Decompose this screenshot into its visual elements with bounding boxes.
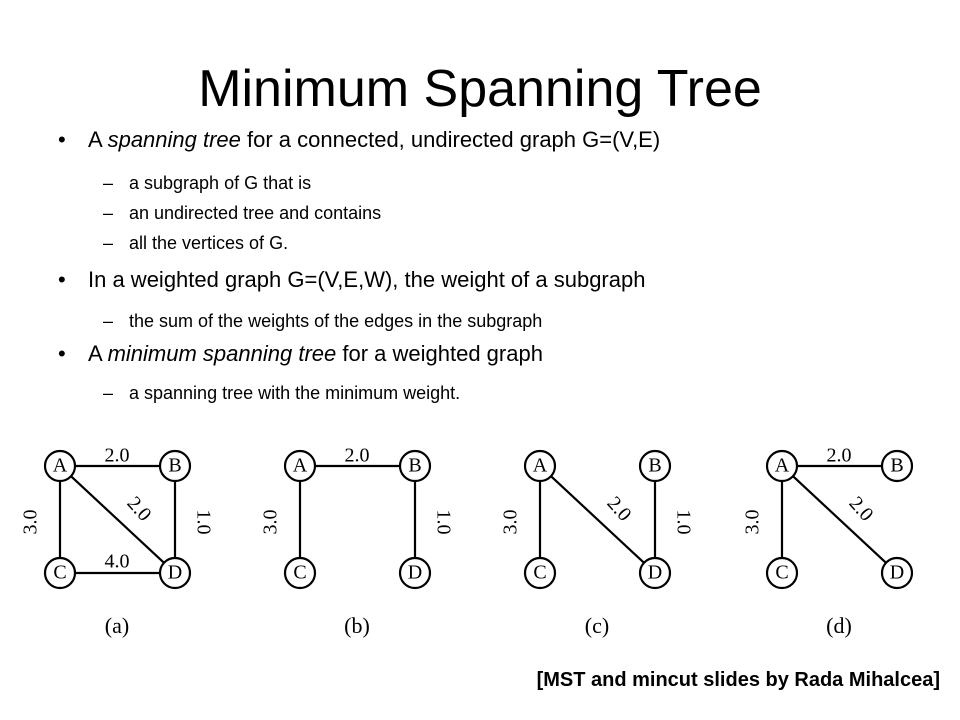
bullet-text-part: for a weighted graph	[336, 341, 543, 366]
sub-bullet-text: an undirected tree and contains	[129, 203, 382, 223]
bullet-dot: •	[58, 341, 66, 366]
bullet-text: In a weighted graph G=(V,E,W), the weigh…	[88, 266, 645, 294]
bullet-text-part: for a connected, undirected graph G=(V,E…	[240, 127, 661, 152]
node-label: D	[648, 562, 662, 584]
sub-bullet-dash: –	[103, 173, 114, 193]
graph-edge	[70, 475, 165, 564]
node-label: A	[293, 455, 308, 477]
edge-weight-label: 2.0	[345, 445, 370, 467]
bullet-text-emphasis: spanning tree	[107, 127, 241, 152]
sub-bullet-text: a spanning tree with the minimum weight.	[129, 383, 461, 403]
graph-edge	[792, 475, 887, 564]
bullet-text: A spanning tree for a connected, undirec…	[88, 126, 660, 154]
node-label: D	[408, 562, 422, 584]
graph-node	[765, 556, 799, 590]
graph-caption: (c)	[585, 613, 609, 638]
edge-weight-label: 3.0	[500, 510, 522, 535]
node-label: D	[168, 562, 182, 584]
graph-node	[283, 556, 317, 590]
sub-bullet-text: the sum of the weights of the edges in t…	[129, 311, 543, 331]
edge-weight-label: 1.0	[432, 510, 454, 535]
node-label: D	[890, 562, 904, 584]
bullet-text-emphasis: minimum spanning tree	[107, 341, 337, 366]
sub-bullet-text: all the vertices of G.	[129, 233, 289, 253]
sub-bullet-dash: –	[103, 311, 114, 331]
bullet-text-part: In a weighted graph G=(V,E,W), the weigh…	[88, 267, 646, 292]
edge-weight-label: 2.0	[603, 492, 636, 525]
edge-weight-label: 1.0	[672, 510, 694, 535]
node-label: A	[533, 455, 548, 477]
graph-panel: 2.0 3.0 2.0 1.0 4.0 A B C D (a)	[20, 445, 215, 638]
node-label: A	[775, 455, 790, 477]
edge-weight-label: 3.0	[742, 510, 764, 535]
graph-node	[158, 449, 192, 483]
node-label: B	[168, 455, 181, 477]
graph-node	[523, 449, 557, 483]
bullet-text-part: A	[88, 127, 108, 152]
graph-node	[398, 556, 432, 590]
node-label: A	[53, 455, 68, 477]
node-label: C	[775, 562, 788, 584]
credit-text: [MST and mincut slides by Rada Mihalcea]	[536, 669, 940, 691]
edge-weight-label: 1.0	[192, 510, 214, 535]
graph-node	[283, 449, 317, 483]
graph-caption: (b)	[344, 613, 370, 638]
node-label: C	[293, 562, 306, 584]
bullet-text-part: A	[88, 341, 108, 366]
graph-node	[523, 556, 557, 590]
edge-weight-label: 2.0	[105, 445, 130, 467]
node-label: B	[408, 455, 421, 477]
sub-bullet-dash: –	[103, 203, 114, 223]
graph-node	[158, 556, 192, 590]
edge-weight-label: 3.0	[20, 510, 42, 535]
graph-caption: (a)	[105, 613, 129, 638]
sub-bullet-dash: –	[103, 233, 114, 253]
bullet-dot: •	[58, 267, 66, 292]
graph-panel: 3.0 2.0 1.0 A B C D (c)	[500, 449, 694, 638]
bullet-text: A minimum spanning tree for a weighted g…	[88, 340, 543, 368]
node-label: C	[53, 562, 66, 584]
graph-panel: 2.0 3.0 1.0 A B C D (b)	[260, 445, 455, 638]
sub-bullet-text: a subgraph of G that is	[129, 173, 312, 193]
node-label: C	[533, 562, 546, 584]
graph-node	[638, 449, 672, 483]
node-label: B	[648, 455, 661, 477]
graph-node	[43, 449, 77, 483]
graph-panel: 2.0 3.0 2.0 A B C D (d)	[742, 445, 914, 638]
bullet-dot: •	[58, 127, 66, 152]
graph-node	[43, 556, 77, 590]
slide-title: Minimum Spanning Tree	[198, 60, 762, 118]
sub-bullet-dash: –	[103, 383, 114, 403]
graph-node	[880, 449, 914, 483]
graph-node	[398, 449, 432, 483]
edge-weight-label: 2.0	[845, 492, 878, 525]
graph-diagrams: 2.0 3.0 2.0 1.0 4.0 A B C D (a) 2.0 3.0 1.0 A B C D (b) 3.…	[20, 445, 914, 638]
graph-caption: (d)	[826, 613, 852, 638]
graph-node	[880, 556, 914, 590]
graph-node	[765, 449, 799, 483]
edge-weight-label: 2.0	[827, 445, 852, 467]
edge-weight-label: 3.0	[260, 510, 282, 535]
graph-node	[638, 556, 672, 590]
node-label: B	[890, 455, 903, 477]
edge-weight-label: 2.0	[123, 492, 156, 525]
edge-weight-label: 4.0	[105, 551, 130, 573]
bullet-list: • A spanning tree for a connected, undire…	[58, 126, 660, 403]
graph-edge	[550, 475, 645, 564]
